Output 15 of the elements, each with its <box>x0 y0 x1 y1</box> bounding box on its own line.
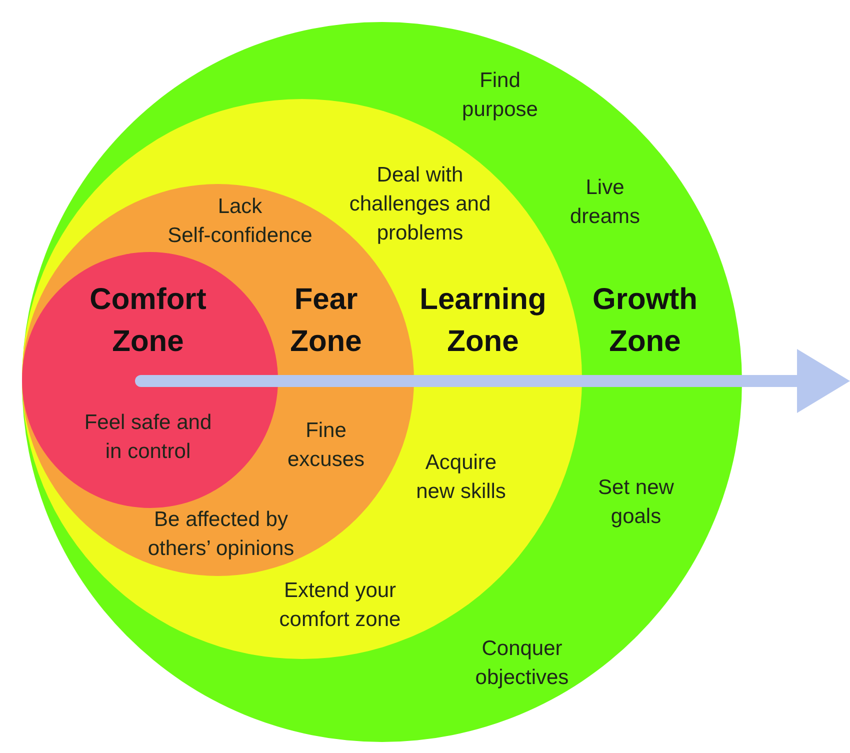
zone-title: Growth Zone <box>592 282 698 360</box>
zone-note: Conquer objectives <box>474 636 570 691</box>
zone-note: Lack Self-confidence <box>167 194 313 249</box>
zone-note: Find purpose <box>462 68 538 123</box>
zone-title: Learning Zone <box>419 282 547 360</box>
zone-note: Extend your comfort zone <box>278 578 402 633</box>
zone-note: Feel safe and in control <box>84 410 212 465</box>
zone-note: Set new goals <box>598 475 674 530</box>
zone-note: Fine excuses <box>286 418 366 473</box>
zone-note: Live dreams <box>569 175 641 230</box>
zone-note: Deal with challenges and problems <box>348 162 492 246</box>
zone-note: Acquire new skills <box>416 450 506 505</box>
zone-note: Be affected by others’ opinions <box>147 507 295 562</box>
zone-title: Comfort Zone <box>89 282 207 360</box>
zone-title: Fear Zone <box>290 282 362 360</box>
